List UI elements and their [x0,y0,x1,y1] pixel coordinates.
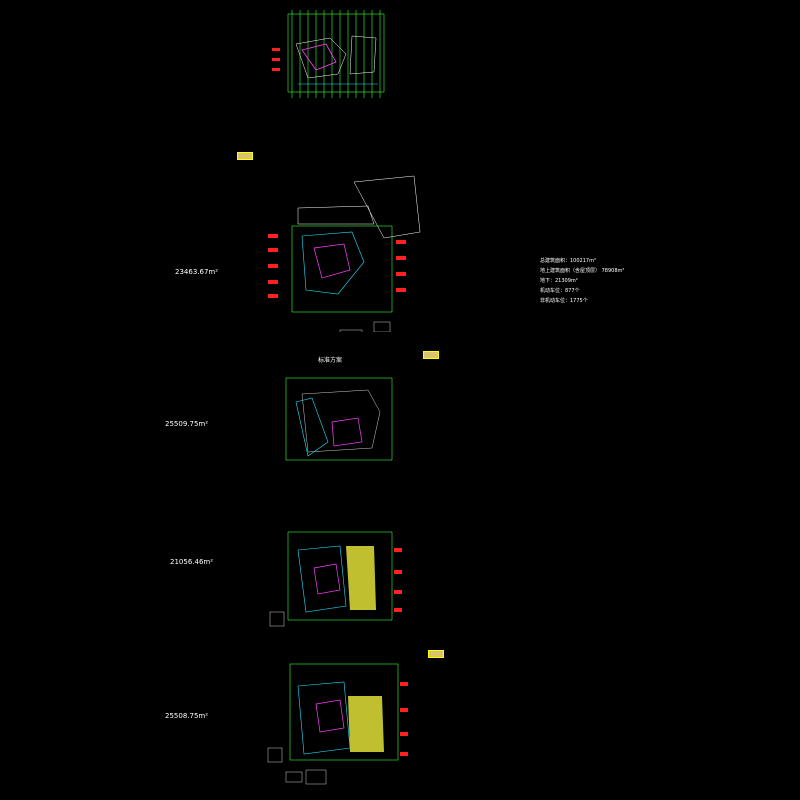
area-legend: 总建筑面积：100217m² 地上建筑面积（含屋顶层） 78908m² 地下：2… [540,256,624,306]
floor-plan-4 [267,663,408,785]
legend-line-5: 非机动车位：1775个 [540,298,588,304]
area-label-floor1: 23463.67m² [175,268,219,276]
site-plan-top [272,10,385,98]
legend-line-2: 地上建筑面积（含屋顶层） 78908m² [540,268,625,274]
floor-plan-1 [268,175,421,332]
note-tag [237,152,253,160]
floor-plan-2 [285,377,393,461]
legend-line-3: 地下：21309m² [540,278,578,284]
scheme-caption: 标准方案 [318,357,343,364]
area-label-floor3: 21056.46m² [170,558,214,566]
legend-line-4: 机动车位：877个 [540,288,580,294]
legend-line-1: 总建筑面积：100217m² [540,258,596,264]
area-label-floor4: 25508.75m² [165,712,209,720]
note-tag-3 [428,650,444,658]
floor-plan-3 [269,531,402,627]
note-tag-2 [423,351,439,359]
area-label-floor2: 25509.75m² [165,420,209,428]
